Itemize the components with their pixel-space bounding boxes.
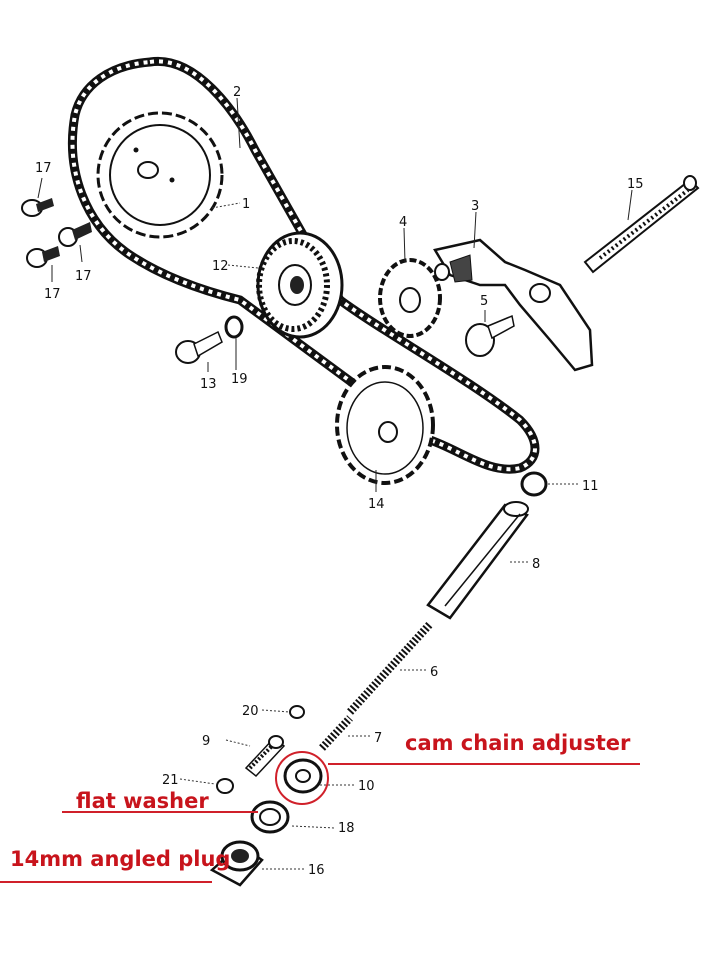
crank-sprocket: [96, 111, 224, 239]
washer-19: [224, 315, 244, 339]
tensioner-sprocket: [378, 258, 442, 338]
bolt-17-left: [26, 246, 60, 268]
part-label-9: 9: [202, 734, 210, 749]
part-label-17b: 17: [44, 287, 61, 302]
part-label-17a: 17: [35, 161, 52, 176]
shaft: [583, 175, 700, 274]
part-label-7: 7: [374, 731, 382, 746]
tensioner-arm: [433, 238, 594, 372]
angled-plug-annotation: 14mm angled plug: [10, 847, 230, 871]
part-label-8: 8: [532, 557, 540, 572]
spring-6: [347, 621, 433, 715]
part-label-11: 11: [582, 479, 599, 494]
spring-7: [319, 715, 353, 751]
part-label-10: 10: [358, 779, 375, 794]
part-label-12: 12: [212, 259, 229, 274]
part-label-3: 3: [471, 199, 479, 214]
guide-roller: [256, 231, 344, 339]
part-label-6: 6: [430, 665, 438, 680]
red-annotations: cam chain adjuster flat washer 14mm angl…: [0, 731, 640, 883]
part-label-13: 13: [200, 377, 217, 392]
cap-11: [520, 471, 548, 497]
bolt-13: [175, 330, 223, 364]
adjuster-highlight-circle: [275, 751, 329, 805]
part-label-21: 21: [162, 773, 179, 788]
part-label-1: 1: [242, 197, 250, 212]
part-label-17c: 17: [75, 269, 92, 284]
part-label-18: 18: [338, 821, 355, 836]
part-label-20: 20: [242, 704, 259, 719]
part-number-labels: 1 2 3 4 5 6 7 8 9 10 11 12 13 14 15 16 1…: [35, 85, 644, 878]
bolt-9-lower: [244, 735, 286, 778]
push-rod-8: [426, 501, 529, 620]
flat-washer-annotation: flat washer: [76, 789, 209, 813]
pivot-bolt: [465, 314, 515, 357]
part-label-19: 19: [231, 372, 248, 387]
angled-plug-16: [209, 840, 264, 887]
part-label-16: 16: [308, 863, 325, 878]
adjuster-body-10: [283, 758, 323, 794]
leader-lines: [37, 97, 633, 870]
part-label-2: 2: [233, 85, 241, 100]
part-label-4: 4: [399, 215, 407, 230]
bolt-17-right: [58, 222, 92, 247]
cam-sprocket: [335, 365, 435, 485]
bolt-21: [216, 778, 234, 794]
part-label-15: 15: [627, 177, 644, 192]
part-label-14: 14: [368, 497, 385, 512]
bolt-17-top: [21, 198, 54, 217]
cam-chain-adjuster-annotation: cam chain adjuster: [405, 731, 631, 755]
nut-20: [289, 705, 305, 719]
flat-washer-18: [250, 800, 290, 834]
part-label-5: 5: [480, 294, 488, 309]
